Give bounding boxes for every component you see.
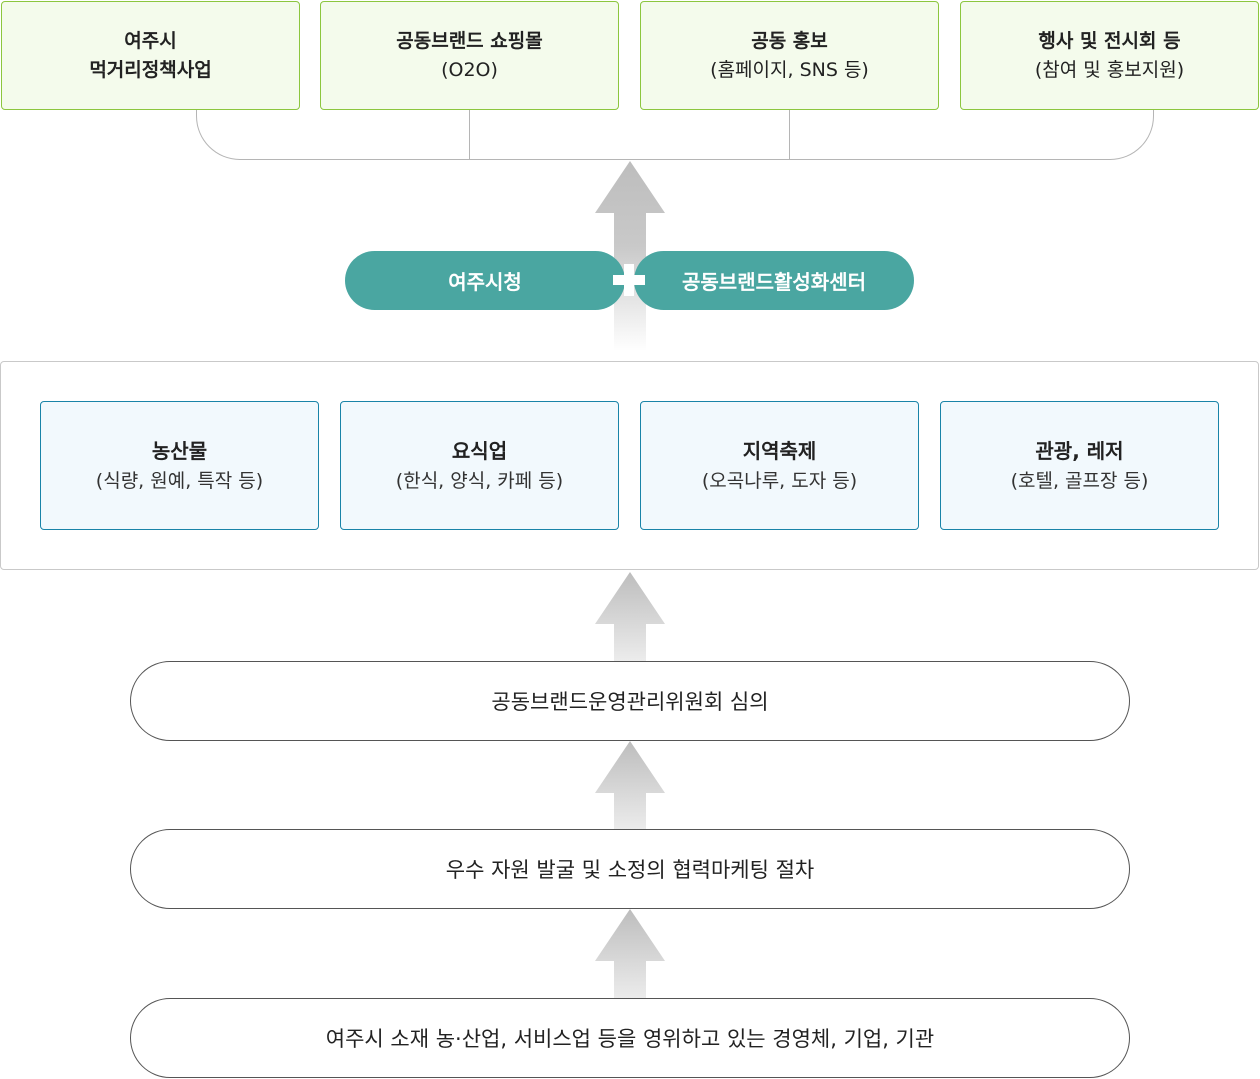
process-local-businesses: 여주시 소재 농·산업, 서비스업 등을 영위하고 있는 경영체, 기업, 기관 — [130, 998, 1130, 1078]
top-box-title: 공동 홍보 — [751, 29, 828, 52]
category-title: 지역축제 — [742, 438, 817, 463]
partner-yeoju-city-hall: 여주시청 — [345, 251, 625, 310]
top-box-title: 공동브랜드 쇼핑몰 — [396, 29, 543, 52]
category-title: 요식업 — [451, 438, 508, 463]
top-box-title: 행사 및 전시회 등 — [1038, 29, 1181, 52]
up-arrow-icon — [595, 909, 665, 999]
category-title: 농산물 — [151, 438, 208, 463]
category-detail: (호텔, 골프장 등) — [1010, 469, 1149, 492]
top-box-subtitle: (O2O) — [441, 58, 498, 81]
plus-icon — [611, 262, 647, 298]
top-bracket-connector — [196, 110, 1154, 160]
category-detail: (오곡나루, 도자 등) — [701, 469, 858, 492]
top-box-food-policy: 여주시 먹거리정책사업 — [1, 1, 300, 110]
top-box-title: 여주시 — [124, 29, 177, 52]
top-box-subtitle: (홈페이지, SNS 등) — [710, 58, 869, 81]
category-agriculture: 농산물 (식량, 원예, 특작 등) — [40, 401, 319, 530]
category-detail: (한식, 양식, 카페 등) — [395, 469, 564, 492]
top-box-events: 행사 및 전시회 등 (참여 및 홍보지원) — [960, 1, 1259, 110]
up-arrow-icon — [595, 572, 665, 661]
category-restaurant: 요식업 (한식, 양식, 카페 등) — [340, 401, 619, 530]
partner-brand-center: 공동브랜드활성화센터 — [634, 251, 914, 310]
connector-line — [469, 110, 470, 159]
top-box-shopping-mall: 공동브랜드 쇼핑몰 (O2O) — [320, 1, 619, 110]
top-box-subtitle: (참여 및 홍보지원) — [1034, 58, 1185, 81]
category-detail: (식량, 원예, 특작 등) — [95, 469, 264, 492]
up-arrow-icon — [595, 161, 665, 351]
up-arrow-icon — [595, 741, 665, 830]
connector-line — [789, 110, 790, 159]
category-tourism-leisure: 관광, 레저 (호텔, 골프장 등) — [940, 401, 1219, 530]
top-box-joint-promotion: 공동 홍보 (홈페이지, SNS 등) — [640, 1, 939, 110]
top-box-subtitle: 먹거리정책사업 — [89, 58, 212, 81]
process-committee-review: 공동브랜드운영관리위원회 심의 — [130, 661, 1130, 741]
category-local-festival: 지역축제 (오곡나루, 도자 등) — [640, 401, 919, 530]
category-title: 관광, 레저 — [1035, 438, 1124, 463]
process-resource-discovery: 우수 자원 발굴 및 소정의 협력마케팅 절차 — [130, 829, 1130, 909]
